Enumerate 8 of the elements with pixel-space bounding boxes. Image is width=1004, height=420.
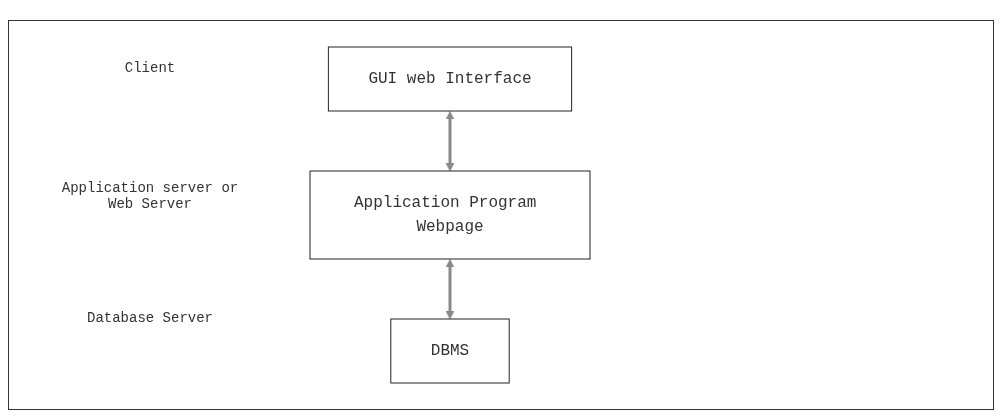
node-box: DBMS [390,318,510,384]
tier-label: Client [123,60,177,76]
node-box: Application Program Webpage [309,170,591,260]
arrow [445,259,455,320]
tier-label: Application server or Web Server [60,180,240,212]
tier-label: Database Server [86,310,214,326]
arrow [445,111,455,172]
node-box: GUI web Interface [327,46,573,112]
